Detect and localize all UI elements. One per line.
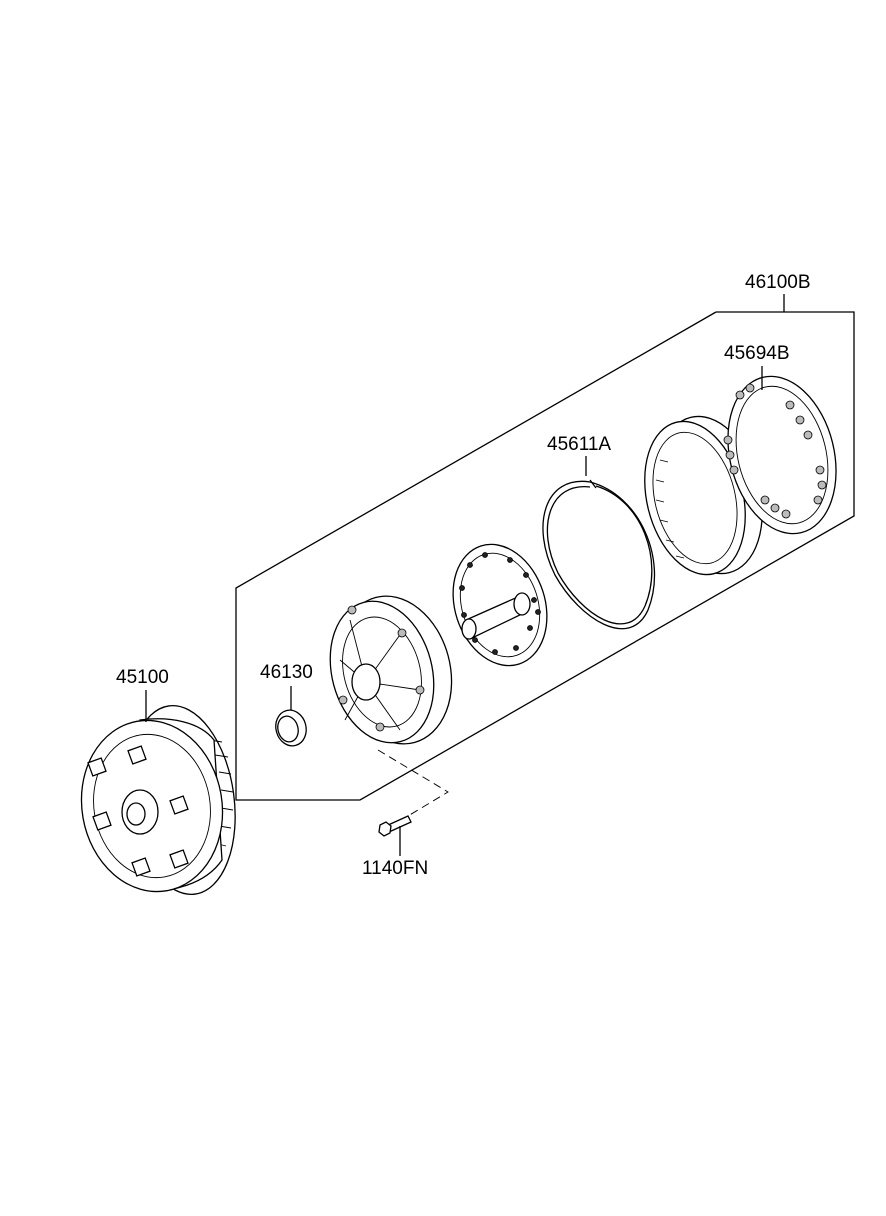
snap-ring-45611A — [542, 456, 656, 630]
pump-cover-shaft — [452, 543, 548, 667]
torque-converter-45100 — [80, 690, 236, 896]
bolt-path — [377, 749, 449, 823]
assembly-outline — [235, 311, 855, 801]
label-46100B: 46100B — [745, 272, 811, 293]
label-45100: 45100 — [116, 667, 169, 688]
label-1140FN: 1140FN — [362, 858, 429, 879]
label-45611A: 45611A — [547, 434, 612, 455]
bolt-1140FN — [378, 815, 412, 856]
thrust-bearing-45694B — [723, 366, 837, 535]
pump-housing — [329, 595, 453, 823]
label-45694B: 45694B — [724, 343, 790, 364]
label-46130: 46130 — [260, 662, 313, 683]
oil-seal-46130 — [275, 686, 307, 747]
